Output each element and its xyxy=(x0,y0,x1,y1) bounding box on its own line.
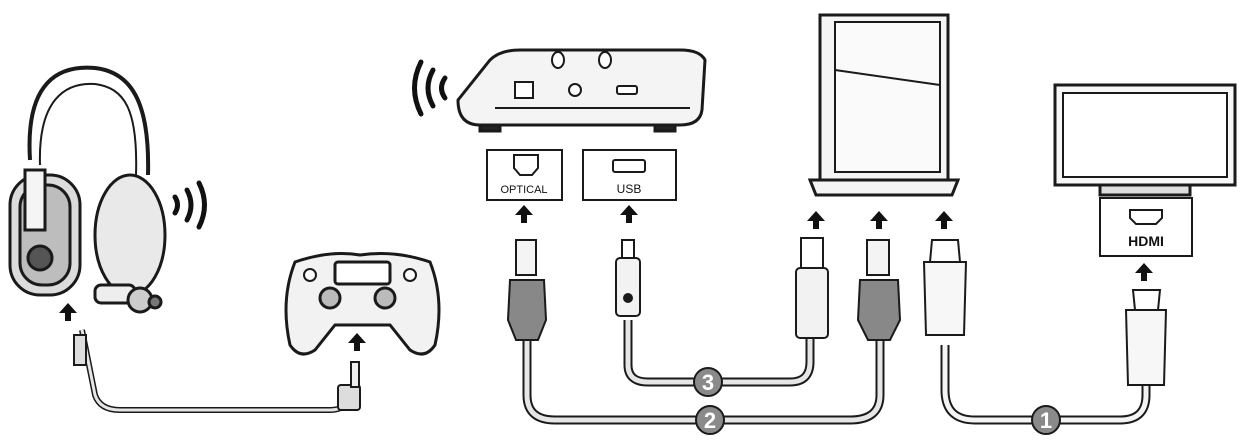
connection-number-badge: 3 xyxy=(693,367,723,397)
connection-number-badge: 2 xyxy=(695,405,725,435)
tv-icon xyxy=(1053,83,1237,197)
usb-number: 3 xyxy=(702,370,714,395)
optical-label: OPTICAL xyxy=(500,184,547,196)
arrow-up-icon xyxy=(807,211,825,229)
arrow-up-icon xyxy=(870,211,888,229)
arrow-up-icon xyxy=(935,211,953,229)
hdmi-label: HDMI xyxy=(1128,233,1164,249)
headset-cable xyxy=(73,329,361,413)
hdmi-port-label: HDMI xyxy=(1099,197,1193,257)
hdmi-number: 1 xyxy=(1040,408,1052,433)
usb-label: USB xyxy=(617,182,642,196)
base-station-icon xyxy=(456,48,707,133)
optical-number: 2 xyxy=(704,408,716,433)
connection-number-badge: 1 xyxy=(1031,405,1061,435)
usb-port-label: USB xyxy=(582,149,677,201)
optical-cable xyxy=(506,239,902,425)
hdmi-cable xyxy=(922,239,1168,425)
arrow-up-icon xyxy=(59,303,77,321)
optical-port-label: OPTICAL xyxy=(486,149,563,201)
controller-icon xyxy=(284,252,441,356)
arrow-up-icon xyxy=(348,333,366,351)
wireless-signal-icon xyxy=(412,59,448,117)
arrow-up-icon xyxy=(1135,263,1153,281)
wireless-signal-icon xyxy=(172,180,207,230)
arrow-up-icon xyxy=(515,205,533,223)
headset-icon xyxy=(8,65,167,314)
console-icon xyxy=(807,13,961,197)
arrow-up-icon xyxy=(620,205,638,223)
usb-cable xyxy=(615,237,829,387)
